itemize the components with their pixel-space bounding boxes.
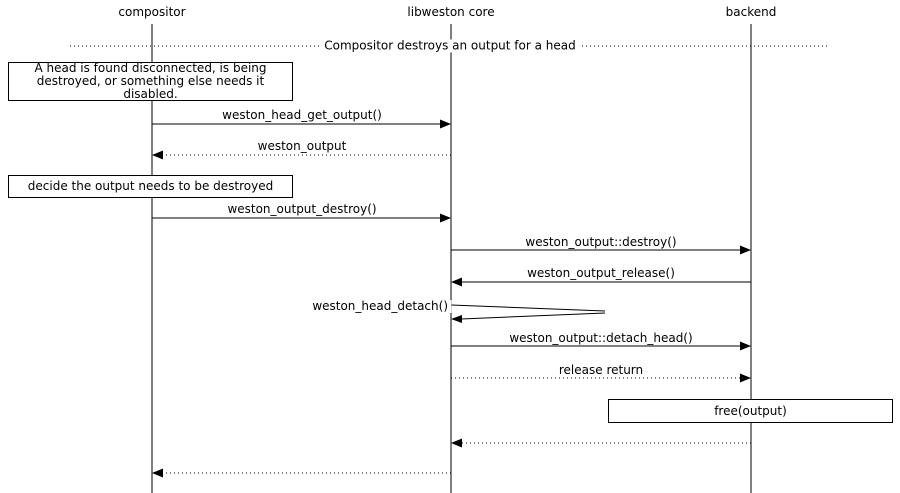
message-weston-output-return-arrowhead [152,150,163,160]
msg-label-weston-head-detach: weston_head_detach() [309,300,451,313]
note-decide-destroy-text: decide the output needs to be destroyed [27,179,274,193]
message-weston-head-detach-back [460,312,606,320]
msg-label-weston-output-detach-head: weston_output::detach_head() [506,332,696,345]
message-weston-head-detach-arrowhead [451,315,462,323]
note-head-disconnected: A head is found disconnected, is being d… [8,62,293,101]
message-weston-head-get-output-arrowhead [440,119,451,129]
message-weston-output-detach-head-arrowhead [740,341,751,351]
separator-label: Compositor destroys an output for a head [320,39,580,53]
message-weston-output-destroy-arrowhead [440,213,451,223]
actor-label-libweston-core: libweston core [407,5,495,19]
message-release-return-arrowhead [740,373,751,383]
messages-group [152,119,751,478]
msg-label-weston-output-destroy: weston_output_destroy() [224,203,380,216]
note-decide-destroy: decide the output needs to be destroyed [8,175,293,198]
message-backend-return-arrowhead [451,438,462,448]
msg-label-release-return: release return [555,364,647,377]
message-weston-output-destroy-op-arrowhead [740,245,751,255]
actor-label-compositor: compositor [118,5,186,19]
note-free-output-text: free(output) [714,403,787,418]
message-weston-head-detach-out [450,304,606,312]
msg-label-weston-output-destroy-op: weston_output::destroy() [522,236,680,249]
msg-label-weston-output-return: weston_output [254,140,350,153]
message-weston-output-release-arrowhead [451,277,462,287]
actor-label-backend: backend [725,5,777,19]
note-free-output: free(output) [608,399,893,423]
msg-label-weston-head-get-output: weston_head_get_output() [219,109,385,122]
note-head-disconnected-text: A head is found disconnected, is being d… [34,61,267,101]
msg-label-weston-output-release: weston_output_release() [524,267,678,280]
message-core-return-arrowhead [152,468,163,478]
